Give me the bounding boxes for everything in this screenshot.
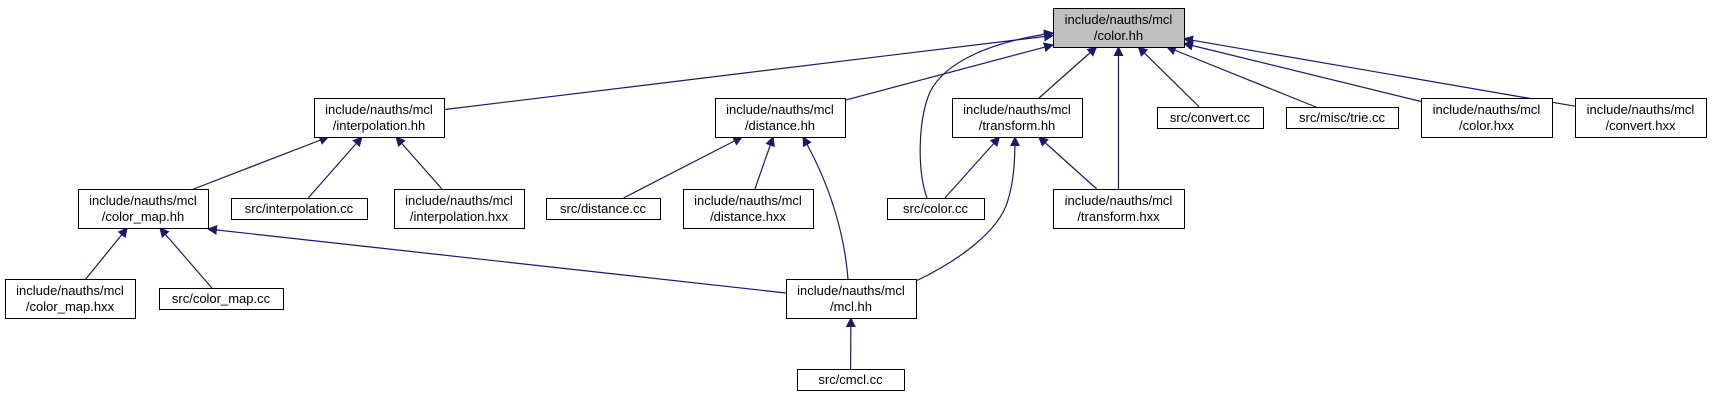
node-box	[1053, 189, 1185, 229]
edge-color-map-hxx-to-color-map-hh	[85, 227, 128, 280]
node-interpolation-hxx[interactable]: include/nauths/mcl/interpolation.hxx	[394, 189, 525, 229]
node-label-line: src/cmcl.cc	[818, 372, 883, 387]
node-distance-hh[interactable]: include/nauths/mcl/distance.hh	[715, 98, 846, 138]
node-color-hh[interactable]: include/nauths/mcl/color.hh	[1053, 8, 1185, 48]
node-label-line: include/nauths/mcl	[694, 193, 802, 208]
edge-distance-hh-to-color-hh	[844, 42, 1054, 101]
edge-interpolation-cc-to-interpolation-hh	[307, 136, 363, 199]
edge-color-map-hh-to-interpolation-hh	[193, 135, 330, 190]
edge-interpolation-hxx-to-interpolation-hh	[395, 136, 443, 190]
node-distance-hxx[interactable]: include/nauths/mcl/distance.hxx	[683, 189, 814, 229]
node-label-line: include/nauths/mcl	[89, 193, 197, 208]
node-transform-hh[interactable]: include/nauths/mcl/transform.hh	[952, 98, 1083, 138]
node-box	[797, 369, 905, 391]
node-box	[159, 288, 284, 310]
node-box	[1286, 107, 1399, 129]
node-color-map-cc[interactable]: src/color_map.cc	[159, 288, 284, 310]
node-color-hxx[interactable]: include/nauths/mcl/color.hxx	[1421, 98, 1553, 138]
edge-mcl-hh-to-color-map-hh	[207, 225, 787, 294]
nodes-layer: include/nauths/mcl/color.hhinclude/nauth…	[5, 8, 1707, 391]
node-label-line: /interpolation.hxx	[410, 209, 509, 224]
node-label-line: /transform.hxx	[1077, 209, 1160, 224]
node-box	[5, 279, 136, 319]
node-label-line: /transform.hh	[979, 118, 1056, 133]
node-cmcl-cc[interactable]: src/cmcl.cc	[797, 369, 905, 391]
node-label-line: src/convert.cc	[1170, 110, 1251, 125]
node-label-line: include/nauths/mcl	[963, 102, 1071, 117]
edge-color-cc-to-color-hh	[919, 29, 1054, 199]
node-distance-cc[interactable]: src/distance.cc	[546, 198, 661, 220]
node-trie-cc[interactable]: src/misc/trie.cc	[1286, 107, 1399, 129]
edge-convert-cc-to-color-hh	[1137, 46, 1200, 108]
node-box	[314, 98, 445, 138]
edge-color-cc-to-transform-hh	[944, 136, 1001, 199]
node-box	[683, 189, 814, 229]
node-box	[786, 279, 917, 319]
node-label-line: include/nauths/mcl	[1065, 12, 1173, 27]
node-box	[1421, 98, 1553, 138]
node-label-line: src/interpolation.cc	[245, 201, 354, 216]
edge-mcl-hh-to-distance-hh	[802, 136, 849, 280]
node-label-line: /distance.hxx	[710, 209, 786, 224]
node-box	[952, 98, 1083, 138]
node-convert-cc[interactable]: src/convert.cc	[1157, 107, 1264, 129]
node-box	[78, 189, 209, 229]
node-label-line: /color.hh	[1094, 28, 1143, 43]
node-label-line: /color_map.hxx	[26, 299, 115, 314]
node-label-line: include/nauths/mcl	[405, 193, 513, 208]
edge-interpolation-hh-to-color-hh	[443, 31, 1054, 111]
node-box	[887, 198, 985, 220]
node-color-map-hh[interactable]: include/nauths/mcl/color_map.hh	[78, 189, 209, 229]
node-interpolation-hh[interactable]: include/nauths/mcl/interpolation.hh	[314, 98, 445, 138]
edge-transform-hh-to-color-hh	[1038, 46, 1098, 99]
edge-distance-hxx-to-distance-hh	[754, 136, 775, 190]
node-label-line: src/color.cc	[903, 201, 969, 216]
edge-convert-hxx-to-color-hh	[1183, 35, 1576, 107]
node-color-cc[interactable]: src/color.cc	[887, 198, 985, 220]
node-label-line: /distance.hh	[745, 118, 815, 133]
node-convert-hxx[interactable]: include/nauths/mcl/convert.hxx	[1575, 98, 1707, 138]
node-label-line: include/nauths/mcl	[16, 283, 124, 298]
node-label-line: src/misc/trie.cc	[1299, 110, 1385, 125]
node-box	[715, 98, 846, 138]
edge-transform-hxx-to-transform-hh	[1038, 136, 1098, 190]
node-label-line: include/nauths/mcl	[325, 102, 433, 117]
node-label-line: /color.hxx	[1459, 118, 1514, 133]
edges-layer	[85, 29, 1576, 370]
node-label-line: /mcl.hh	[830, 299, 872, 314]
node-transform-hxx[interactable]: include/nauths/mcl/transform.hxx	[1053, 189, 1185, 229]
node-color-map-hxx[interactable]: include/nauths/mcl/color_map.hxx	[5, 279, 136, 319]
node-box	[1157, 107, 1264, 129]
node-label-line: include/nauths/mcl	[1065, 193, 1173, 208]
node-label-line: /color_map.hh	[102, 209, 184, 224]
node-label-line: /interpolation.hh	[333, 118, 426, 133]
node-label-line: include/nauths/mcl	[797, 283, 905, 298]
node-label-line: /convert.hxx	[1605, 118, 1676, 133]
node-label-line: src/distance.cc	[560, 201, 646, 216]
node-box	[546, 198, 661, 220]
node-interpolation-cc[interactable]: src/interpolation.cc	[231, 198, 368, 220]
edge-distance-cc-to-distance-hh	[623, 136, 743, 199]
edge-mcl-hh-to-transform-hh	[915, 136, 1020, 282]
node-label-line: src/color_map.cc	[172, 291, 271, 306]
node-mcl-hh[interactable]: include/nauths/mcl/mcl.hh	[786, 279, 917, 319]
node-box	[231, 198, 368, 220]
edge-trie-cc-to-color-hh	[1165, 45, 1317, 108]
edge-color-hxx-to-color-hh	[1183, 40, 1422, 103]
edge-color-map-cc-to-color-map-hh	[159, 227, 213, 289]
node-label-line: include/nauths/mcl	[1587, 102, 1695, 117]
node-box	[1575, 98, 1707, 138]
node-box	[394, 189, 525, 229]
node-label-line: include/nauths/mcl	[726, 102, 834, 117]
node-box	[1053, 8, 1185, 48]
node-label-line: include/nauths/mcl	[1433, 102, 1541, 117]
